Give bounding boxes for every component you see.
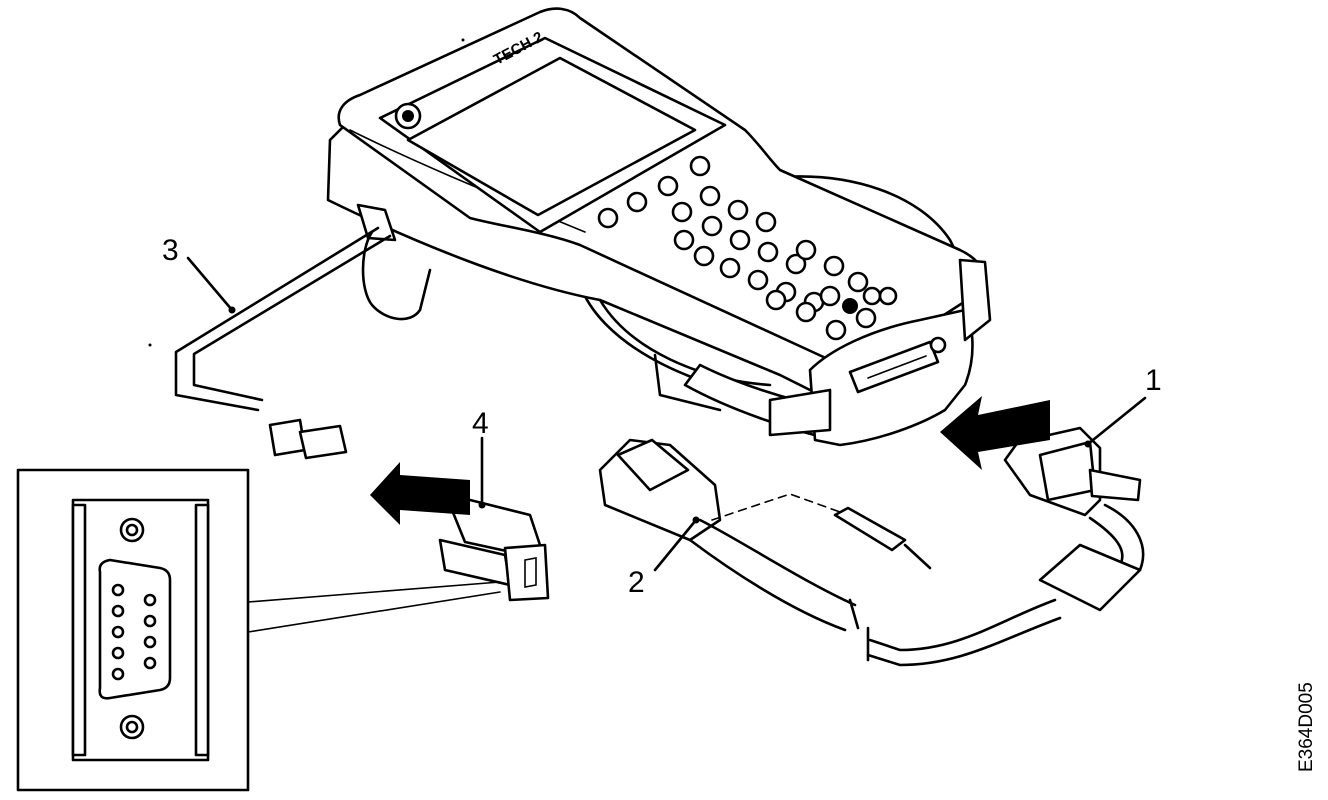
- key: [729, 229, 751, 251]
- callout-4-dot: [478, 501, 486, 509]
- power-plug-cable: [903, 543, 932, 570]
- key: [747, 269, 769, 291]
- cable-1-lower-a: [868, 598, 1057, 652]
- key: [671, 201, 693, 223]
- power-plug-guide: [711, 493, 841, 521]
- pin: [143, 656, 157, 670]
- rs232-cable: [174, 226, 432, 460]
- inset-db9-pins: [111, 583, 157, 681]
- speck: [461, 38, 465, 42]
- key: [699, 185, 721, 207]
- holster-foot: [653, 353, 722, 412]
- key: [727, 199, 749, 221]
- key: [823, 255, 845, 277]
- inset-db9-shell: [98, 558, 172, 700]
- callout-3: 3: [162, 234, 179, 267]
- inset-plate-left-rail: [71, 503, 87, 757]
- cable-3-inner: [192, 234, 392, 402]
- rs232-port: [356, 203, 397, 242]
- key: [719, 257, 741, 279]
- key: [701, 215, 723, 237]
- key: [765, 289, 787, 311]
- callout-1-dot: [1084, 440, 1092, 448]
- key: [693, 245, 715, 267]
- key: [689, 155, 711, 177]
- db9-inset-detail: [16, 468, 250, 792]
- key: [862, 286, 882, 306]
- key-dark: [842, 298, 858, 314]
- callout-3-dot: [228, 306, 236, 314]
- dlc-cable-assembly: [598, 396, 1147, 667]
- dlc-port: [848, 340, 940, 394]
- pin: [111, 646, 125, 660]
- display-screen: [406, 56, 697, 217]
- key: [819, 285, 841, 307]
- callout-2: 2: [628, 566, 645, 599]
- holster-strap-inner: [598, 298, 772, 387]
- inset-screw-top-center-icon: [125, 523, 139, 537]
- adapter-4-face: [503, 543, 550, 602]
- adapter-4-pins: [524, 557, 537, 588]
- cable-1-lower-b: [866, 616, 1062, 667]
- pin: [111, 625, 125, 639]
- key: [847, 271, 869, 293]
- callout-1: 1: [1145, 364, 1162, 397]
- key: [878, 286, 898, 306]
- ferrite-core: [1038, 543, 1142, 612]
- cable-1-upper-b: [1088, 516, 1124, 567]
- key: [785, 253, 807, 275]
- bumper-right: [958, 258, 992, 342]
- pin: [111, 667, 125, 681]
- insert-arrow-right: [940, 396, 1050, 470]
- inset-screw-bottom-center-icon: [125, 720, 139, 734]
- pin: [111, 583, 125, 597]
- key: [795, 301, 817, 323]
- pin: [111, 604, 125, 618]
- pin: [143, 593, 157, 607]
- cable-1-upper-a: [1103, 503, 1145, 572]
- cable-3-outer: [174, 226, 380, 412]
- connector-1-screw: [1088, 468, 1142, 502]
- dlc-port-pins: [867, 355, 927, 379]
- keypad: [597, 155, 898, 341]
- key: [657, 175, 679, 197]
- zoom-line-upper: [247, 581, 501, 603]
- key: [626, 191, 648, 213]
- tech2-scan-tool: TECH 2: [326, 7, 992, 447]
- cable-3-plug-ferrule: [268, 418, 307, 457]
- cable-3-plug: [298, 424, 348, 460]
- key: [597, 207, 619, 229]
- key: [673, 229, 695, 251]
- callout-1-leader: [1086, 396, 1147, 446]
- key: [795, 239, 817, 261]
- pin: [143, 635, 157, 649]
- key: [855, 307, 877, 329]
- callout-2-leader: [653, 518, 698, 572]
- zoom-line-lower: [247, 591, 501, 633]
- bumper-corner: [768, 388, 832, 437]
- key: [755, 211, 777, 233]
- power-button-center-icon: [402, 110, 414, 122]
- cable-2-a: [698, 518, 857, 607]
- connector-2-top: [616, 438, 690, 492]
- pin: [143, 614, 157, 628]
- callout-4: 4: [472, 407, 489, 440]
- figure-code: E364D005: [1296, 682, 1317, 772]
- db9-adapter: [438, 436, 550, 602]
- power-plug: [833, 506, 907, 552]
- key: [757, 241, 779, 263]
- callout-3-leader: [186, 256, 234, 312]
- callout-2-dot: [692, 516, 700, 524]
- cable-2-b: [688, 538, 847, 632]
- speck: [148, 343, 152, 347]
- cable-2-break-end: [848, 598, 860, 630]
- power-jack-icon: [929, 336, 947, 354]
- insert-arrow-left: [370, 462, 470, 525]
- key: [825, 319, 847, 341]
- inset-plate-right-rail: [194, 503, 210, 757]
